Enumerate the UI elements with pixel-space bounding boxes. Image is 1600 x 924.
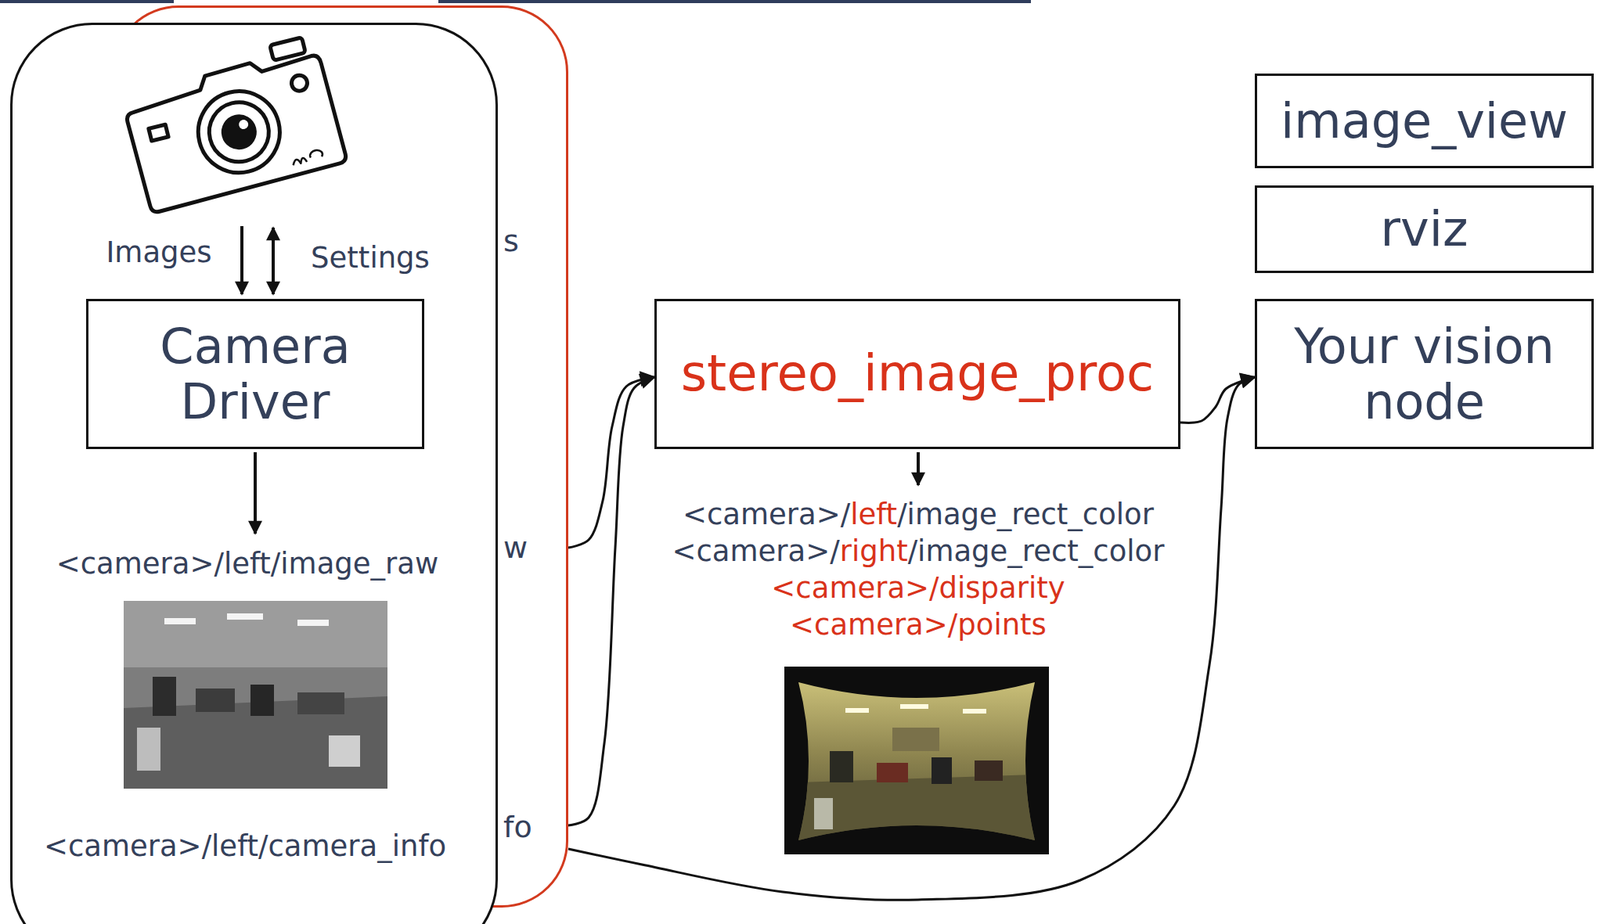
art-part: [148, 124, 169, 141]
topic-part: left: [850, 497, 898, 532]
art-part: [164, 618, 196, 625]
text-holder: fo: [503, 810, 533, 846]
text-holder: Settings: [310, 241, 430, 276]
art-part: [814, 798, 833, 830]
node-text: Camera Driver: [159, 317, 350, 431]
connector-arrow: [568, 377, 1255, 901]
art-part: [219, 112, 258, 151]
topic-part: /image_rect_color: [908, 534, 1165, 569]
topic-label-holder: <camera>/right/image_rect_color: [672, 535, 1165, 570]
text-holder: Your vision node: [1272, 318, 1576, 431]
text-holder: Camera Driver: [104, 318, 407, 431]
art-part: [136, 727, 161, 772]
art-part: [123, 601, 388, 668]
art-part: [931, 757, 952, 785]
rectified-image: [784, 666, 1049, 855]
tool-box: image_view: [1254, 73, 1594, 169]
connector-arrow: [1180, 377, 1255, 423]
topic-label: <camera>/left/image_rect_color: [682, 497, 1154, 532]
art-part: [892, 727, 940, 752]
camera-group-art: [10, 22, 498, 924]
topic-part: <camera>/points: [789, 608, 1047, 642]
art-part: [297, 619, 329, 627]
connector-arrow: [568, 377, 655, 826]
topic-label-holder: <camera>/disparity: [771, 572, 1065, 606]
node-text: Images: [105, 235, 212, 270]
topic-label: <camera>/points: [789, 608, 1047, 642]
topic-part: /image_rect_color: [897, 497, 1154, 532]
camera-group: Images Settings <camera>/left/image_raw <ca…: [10, 22, 498, 924]
art-part: [270, 37, 307, 62]
topic-label-holder: <camera>/left/image_rect_color: [682, 498, 1154, 533]
output-arrow: [916, 452, 920, 486]
art-part: [784, 666, 1049, 855]
text-holder: Images: [105, 236, 212, 271]
text-holder: stereo_image_proc: [681, 345, 1154, 404]
node-text: <camera>/left/image_raw: [56, 547, 439, 581]
tool-box: rviz: [1254, 185, 1594, 274]
art-part: [250, 684, 274, 717]
text-holder: <camera>/left/camera_info: [43, 830, 447, 865]
title-underline: [0, 0, 174, 4]
images-arrow: [240, 226, 244, 295]
art-part: [974, 760, 1003, 782]
text-holder: s: [503, 224, 519, 260]
camera-icon: [118, 33, 349, 214]
art-part: [900, 704, 929, 710]
raw-output-arrow: [253, 452, 257, 534]
art-part: [291, 148, 324, 166]
topic-label: <camera>/right/image_rect_color: [672, 534, 1165, 569]
art-part: [195, 688, 235, 713]
text-holder: w: [503, 531, 528, 566]
art-part: [123, 601, 388, 790]
node-text: image_view: [1280, 92, 1568, 150]
art-part: [845, 708, 869, 714]
connector-arrow: [568, 377, 655, 548]
text-holder: <camera>/left/image_raw: [56, 547, 439, 582]
art-part: [152, 677, 177, 717]
art-part: [202, 96, 275, 169]
node-text: <camera>/left/camera_info: [43, 829, 447, 864]
process-box: Camera Driver: [86, 299, 425, 450]
art-part: [876, 763, 909, 783]
settings-arrow: [271, 227, 275, 295]
process-box: stereo_image_proc: [654, 299, 1181, 450]
art-part: [798, 774, 1035, 846]
process-box: Your vision node: [1254, 299, 1594, 450]
art-part: [227, 613, 264, 620]
node-text: w: [503, 530, 528, 566]
node-text: Settings: [310, 241, 430, 275]
art-part: [829, 751, 854, 783]
topic-label-holder: <camera>/points: [789, 609, 1047, 643]
art-part: [328, 735, 361, 768]
title-underline: [438, 0, 1031, 4]
art-part: [237, 118, 250, 131]
node-text: Your vision node: [1293, 317, 1555, 431]
topic-part: <camera>/: [672, 534, 840, 569]
node-text: stereo_image_proc: [681, 344, 1154, 403]
node-text: s: [503, 223, 519, 259]
node-text: fo: [503, 810, 533, 845]
node-text: rviz: [1380, 200, 1469, 258]
topic-label: <camera>/disparity: [771, 571, 1065, 606]
text-holder: rviz: [1380, 201, 1469, 257]
art-part: [798, 704, 1035, 846]
raw-image: [123, 601, 388, 790]
art-part: [289, 73, 309, 93]
topic-part: right: [839, 534, 909, 569]
art-part: [962, 709, 987, 714]
topic-part: <camera>/: [682, 497, 851, 532]
art-part: [121, 46, 349, 214]
art-part: [189, 82, 289, 182]
art-part: [297, 692, 345, 715]
text-holder: image_view: [1280, 93, 1568, 149]
topic-part: <camera>/disparity: [771, 571, 1065, 606]
